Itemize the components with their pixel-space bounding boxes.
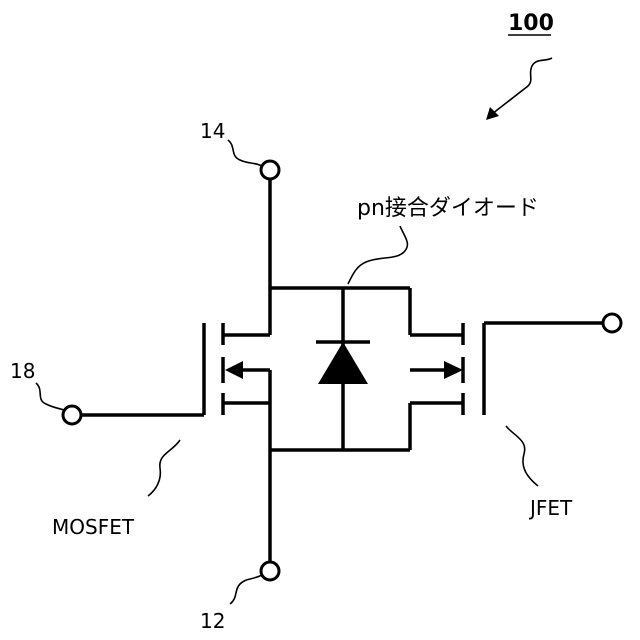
- jfet-leader: [506, 426, 538, 486]
- reference-number: 100: [508, 11, 554, 36]
- terminal-18-label: 18: [10, 359, 35, 383]
- terminal-18[interactable]: [63, 406, 81, 424]
- terminal-14[interactable]: [261, 161, 279, 179]
- figure-reference: 100: [486, 11, 554, 120]
- diode-leader: [348, 226, 407, 284]
- terminal-18-group: 18: [10, 359, 204, 424]
- mosfet-label: MOSFET: [52, 515, 135, 539]
- jfet-terminal[interactable]: [603, 314, 621, 332]
- reference-arrowhead: [486, 107, 499, 120]
- terminal-14-leader: [228, 140, 262, 166]
- terminal-14-label: 14: [200, 119, 225, 143]
- terminal-18-leader: [36, 383, 64, 410]
- terminal-12-label: 12: [200, 609, 225, 633]
- jfet-label-group: JFET: [506, 426, 573, 520]
- jfet-gate-arrow-icon: [444, 361, 463, 379]
- terminal-12-group: 12: [200, 403, 279, 633]
- jfet-symbol: [410, 288, 621, 450]
- mosfet-symbol: [204, 323, 270, 415]
- mosfet-leader: [148, 440, 180, 496]
- mosfet-label-group: MOSFET: [52, 440, 180, 539]
- reference-squiggle: [492, 58, 552, 114]
- terminal-12-leader: [230, 575, 262, 604]
- jfet-label: JFET: [528, 496, 573, 520]
- terminal-12[interactable]: [261, 562, 279, 580]
- diode-label: pn接合ダイオード: [357, 196, 539, 221]
- mosfet-body-arrow-icon: [225, 361, 243, 379]
- terminal-14-group: 14: [200, 119, 279, 335]
- diode-triangle-icon: [318, 342, 368, 384]
